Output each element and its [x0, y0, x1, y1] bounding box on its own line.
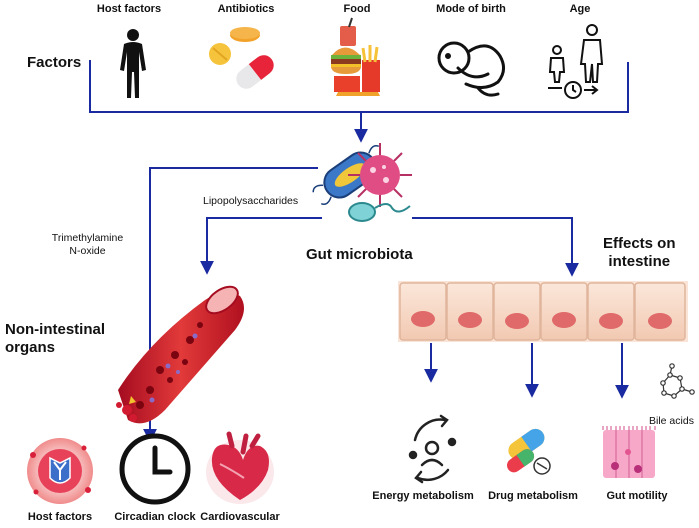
- tmao-label-line1: Trimethylamine: [51, 232, 124, 244]
- microbes-icon: [312, 143, 412, 222]
- gut-cells-icon: [602, 426, 656, 478]
- tmao-label: Trimethylamine N-oxide: [40, 232, 135, 258]
- intestine-title-line1: Effects on: [603, 235, 676, 252]
- antibody-cell-icon: [27, 438, 93, 504]
- heart-icon: [206, 431, 274, 504]
- capsule-icon: [506, 428, 551, 475]
- outcome-label-host-factors: Host factors: [27, 511, 93, 523]
- outcome-label-cardiovascular: Cardiovascular: [200, 511, 280, 523]
- intestine-title-line2: intestine: [608, 253, 671, 270]
- outcome-label-circadian-clock: Circadian clock: [114, 511, 196, 523]
- lps-arrow: [200, 217, 322, 275]
- tmao-label-line2: N-oxide: [69, 245, 106, 257]
- factor-bracket-line: [89, 60, 629, 113]
- pills-icon: [209, 27, 274, 89]
- energy-metabolism-icon: [408, 414, 457, 484]
- outcome-label-gut-motility: Gut motility: [606, 490, 668, 502]
- intestinal-epithelium-icon: [398, 281, 688, 342]
- intestine-arrow: [412, 217, 579, 277]
- non-intestinal-title-line2: organs: [5, 339, 56, 356]
- bile-acids-label: Bile acids: [649, 415, 694, 427]
- factor-label-food: Food: [343, 3, 371, 15]
- lps-label: Lipopolysaccharides: [203, 195, 299, 207]
- outcome-label-drug-metabolism: Drug metabolism: [488, 490, 578, 502]
- age-progression-icon: [548, 24, 604, 99]
- clock-icon: [119, 433, 191, 505]
- gut-microbiota-label: Gut microbiota: [306, 246, 413, 263]
- outcome-label-energy-metabolism: Energy metabolism: [372, 490, 474, 502]
- factor-label-mode-of-birth: Mode of birth: [436, 3, 506, 15]
- factor-label-host-factors: Host factors: [96, 3, 162, 15]
- bile-acid-molecule-icon: [660, 363, 695, 399]
- human-silhouette-icon: [120, 29, 146, 98]
- fast-food-icon: [331, 17, 380, 96]
- intestine-title: Effects on intestine: [603, 235, 676, 271]
- infant-icon: [437, 41, 505, 97]
- factor-label-age: Age: [569, 3, 591, 15]
- non-intestinal-title-line1: Non-intestinal: [5, 321, 105, 338]
- non-intestinal-title: Non-intestinal organs: [5, 321, 105, 357]
- blood-vessel-icon: [116, 285, 244, 424]
- factor-label-antibiotics: Antibiotics: [217, 3, 275, 15]
- factors-title: Factors: [27, 54, 82, 71]
- connectors: [89, 60, 629, 443]
